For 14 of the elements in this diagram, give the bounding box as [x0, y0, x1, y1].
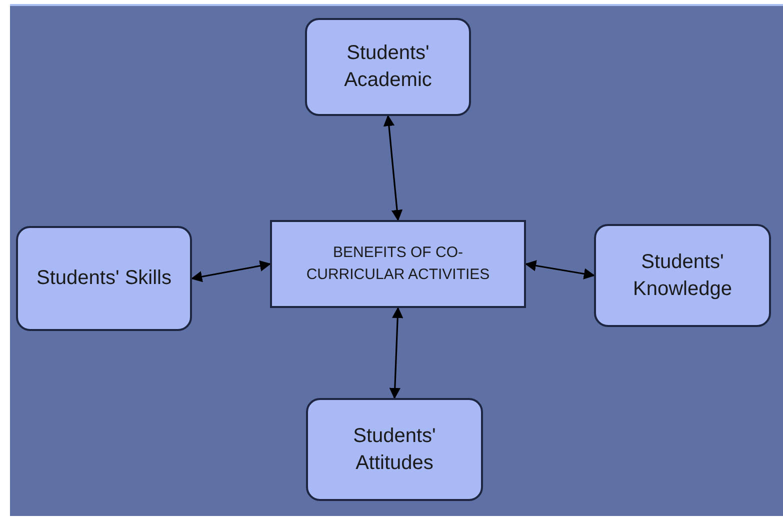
process-box	[270, 220, 526, 308]
rounded-box	[16, 226, 192, 331]
node-label: Students' Knowledge	[632, 250, 733, 302]
node-label: Students' Academic	[343, 41, 433, 93]
double-arrow	[383, 114, 403, 222]
double-arrow	[389, 306, 404, 400]
double-arrow	[190, 260, 272, 282]
rounded-box	[594, 224, 771, 327]
rounded-box	[305, 18, 471, 116]
double-arrow	[524, 260, 596, 280]
node-label: BENEFITS OF CO-CURRICULAR ACTIVITIES	[305, 242, 491, 285]
node-label: Students' Attitudes	[352, 424, 437, 476]
node-label: Students' Skills	[36, 266, 172, 291]
rounded-box	[306, 398, 483, 501]
